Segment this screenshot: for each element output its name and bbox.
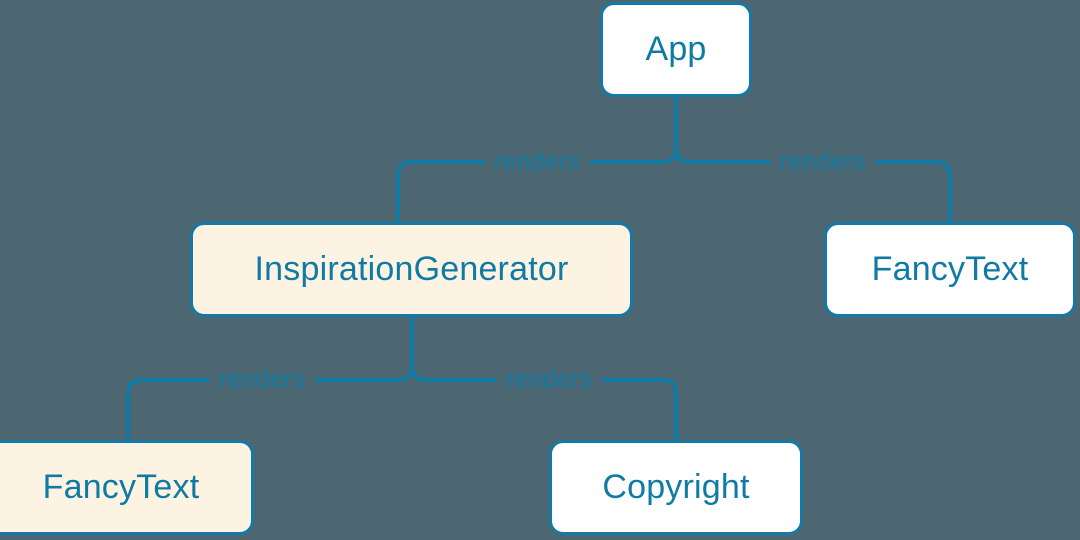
edge-label-inspiration-copyright: renders: [496, 365, 602, 395]
node-inspiration-generator[interactable]: InspirationGenerator: [190, 222, 633, 317]
node-fancytext-left[interactable]: FancyText: [0, 440, 254, 535]
edge-label-app-inspiration: renders: [484, 147, 590, 177]
edge-label-app-fancytext-right: renders: [770, 147, 876, 177]
node-fancytext-right[interactable]: FancyText: [824, 222, 1076, 317]
edge-label-inspiration-fancytext-left: renders: [209, 365, 315, 395]
node-copyright[interactable]: Copyright: [549, 440, 803, 535]
node-app[interactable]: App: [600, 2, 752, 97]
